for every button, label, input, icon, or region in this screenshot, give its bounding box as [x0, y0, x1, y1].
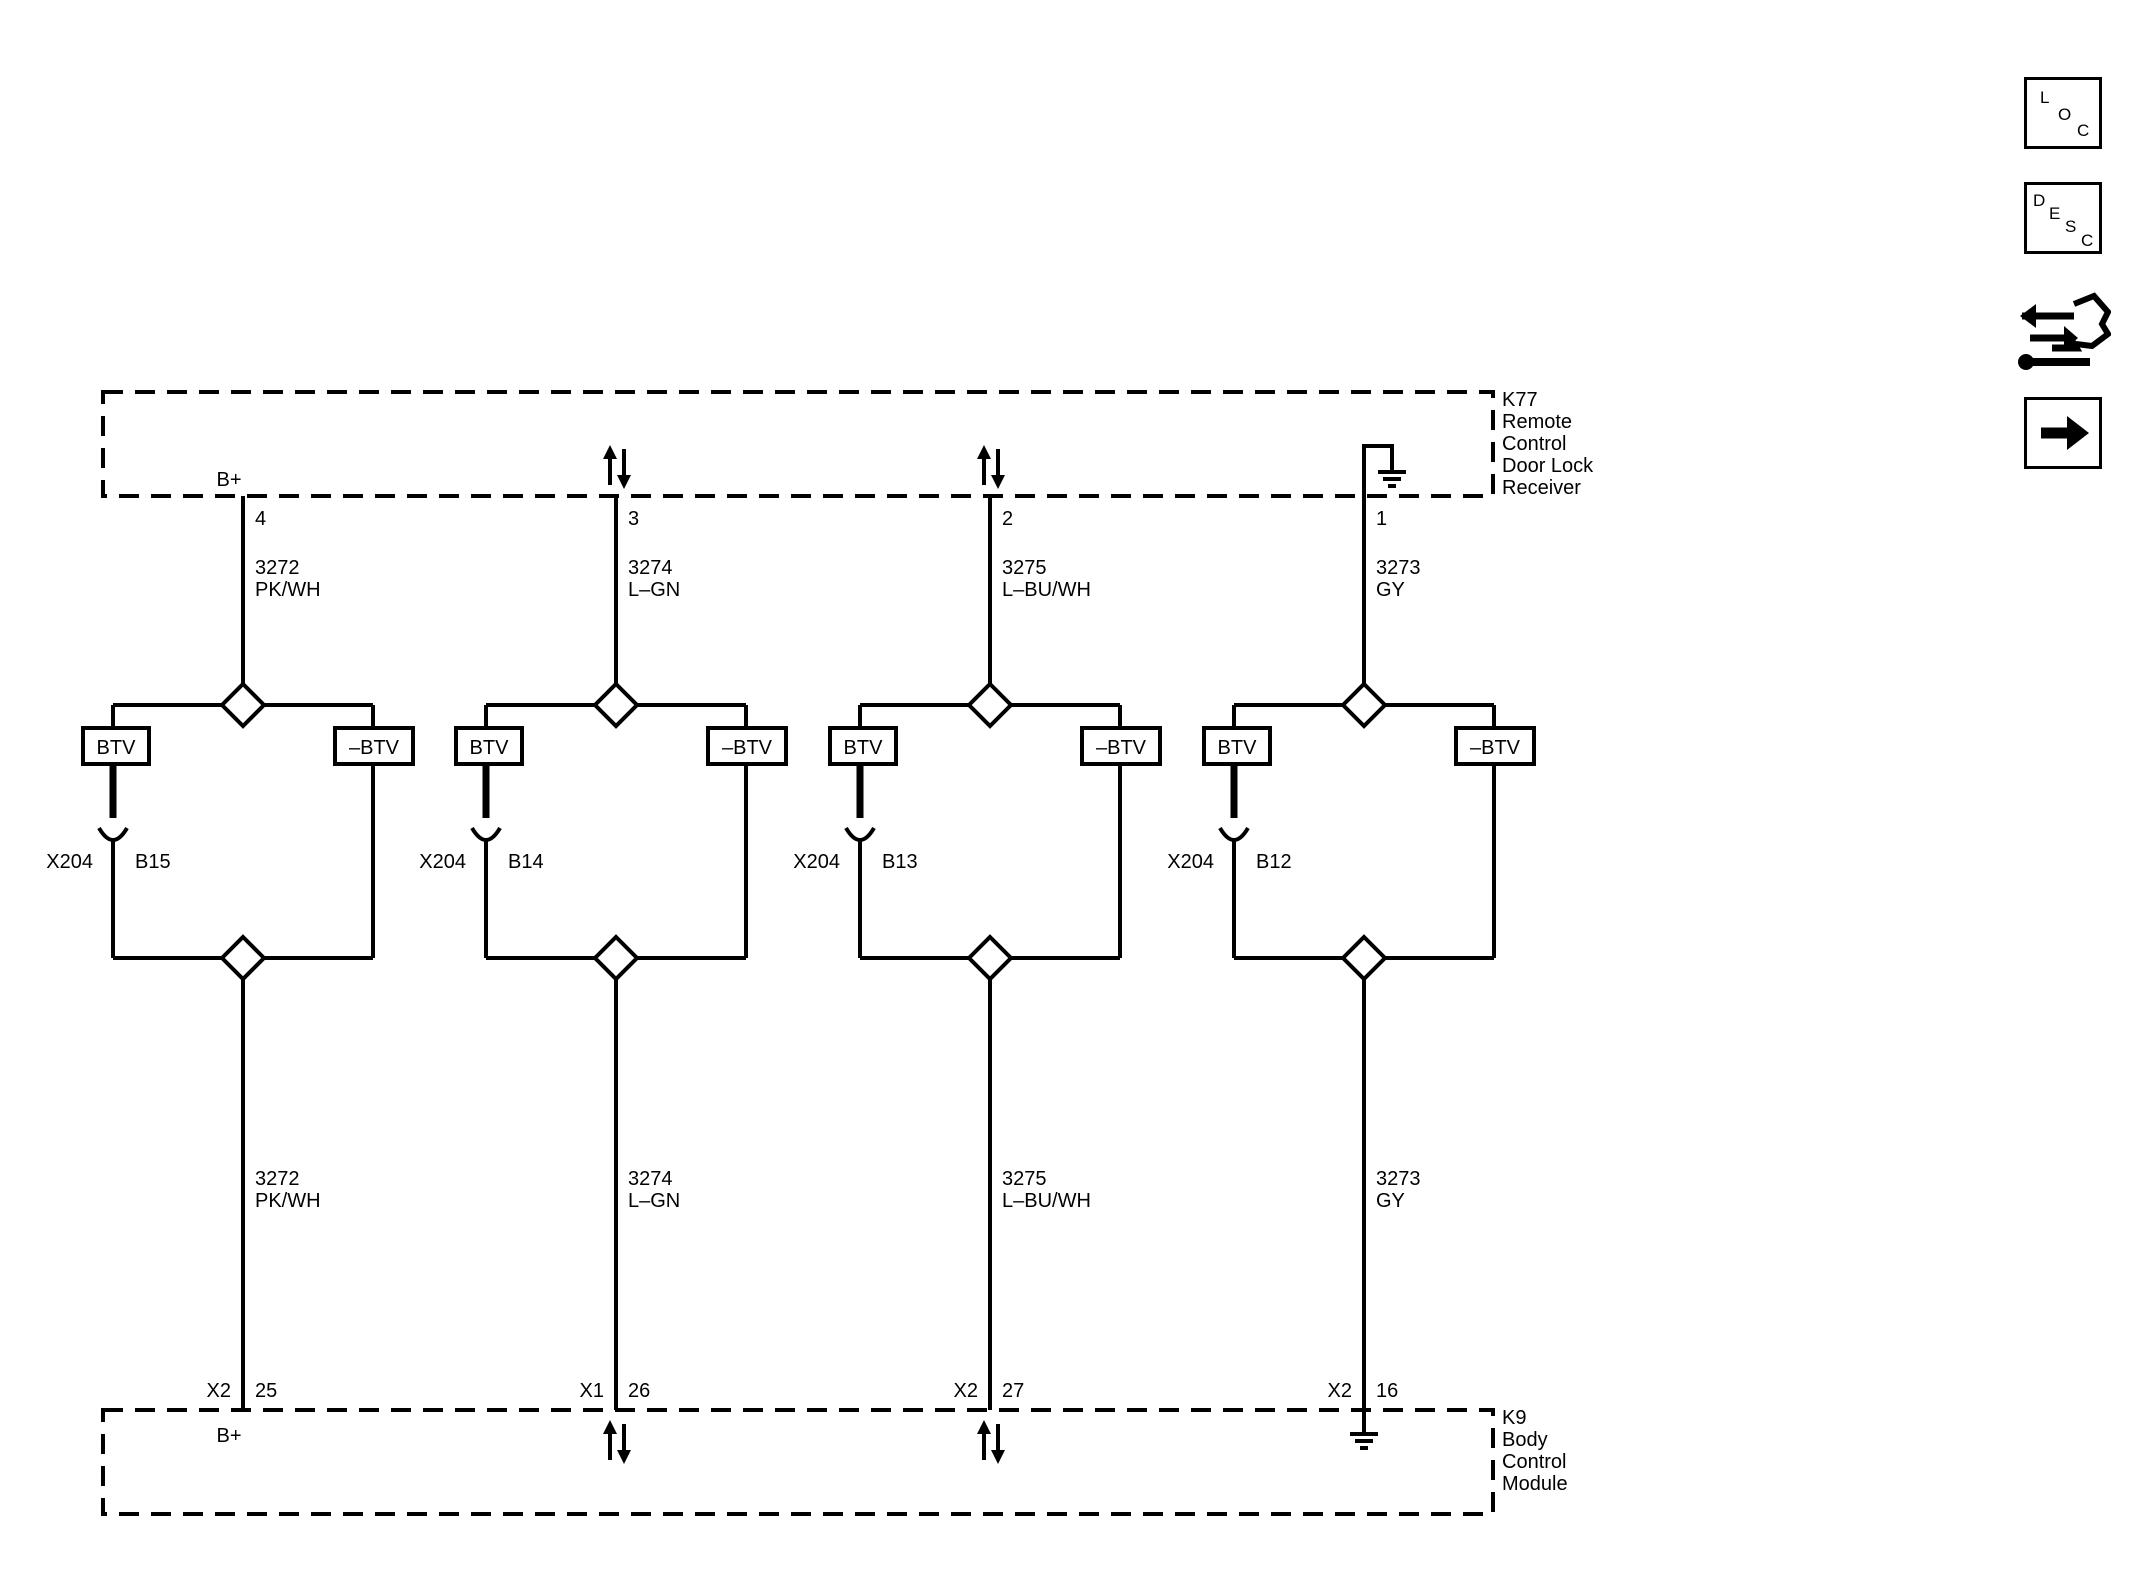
- k9-bidirectional-arrow-up-head: [977, 1420, 991, 1434]
- wire-lower-color-code: L–BU/WH: [1002, 1190, 1091, 1212]
- x204-connector-label: X204: [46, 851, 93, 873]
- k9-connector-label: X1: [580, 1380, 604, 1402]
- k77-bidirectional-arrow-up-head: [603, 445, 617, 459]
- wire-upper-circuit-number: 3275: [1002, 557, 1047, 579]
- x204-pin-label: B14: [508, 851, 544, 873]
- k77-module-name-line: Receiver: [1502, 477, 1581, 499]
- k77-module-name-line: Door Lock: [1502, 455, 1594, 477]
- splice-bottom-diamond: [1340, 934, 1388, 982]
- connector-view-icon[interactable]: [2016, 282, 2111, 374]
- arrow-right-icon: [2041, 416, 2089, 450]
- next-arrow-icon[interactable]: [2024, 397, 2102, 469]
- k77-pin-number: 4: [255, 508, 266, 530]
- k77-bidirectional-arrow-up-head: [977, 445, 991, 459]
- k77-pin-number: 1: [1376, 508, 1387, 530]
- splice-bottom-diamond: [219, 934, 267, 982]
- k77-pin-number: 2: [1002, 508, 1013, 530]
- loc-letter-l: L: [2040, 88, 2050, 107]
- wire-lower-circuit-number: 3274: [628, 1168, 673, 1190]
- x204-connector-label: X204: [1167, 851, 1214, 873]
- neg-btv-box: [333, 726, 415, 766]
- wire-upper-color-code: L–GN: [628, 579, 680, 601]
- k77-module-name-line: Control: [1502, 433, 1566, 455]
- wire-upper-color-code: L–BU/WH: [1002, 579, 1091, 601]
- k9-connector-label: X2: [954, 1380, 978, 1402]
- wire-upper-circuit-number: 3274: [628, 557, 673, 579]
- neg-btv-label: –BTV: [722, 737, 773, 759]
- k9-module-name-line: Body: [1502, 1429, 1548, 1451]
- wire-upper-circuit-number: 3273: [1376, 557, 1421, 579]
- splice-top-diamond: [219, 681, 267, 729]
- btv-label: BTV: [97, 737, 137, 759]
- neg-btv-box: [1080, 726, 1162, 766]
- wire-lower-circuit-number: 3272: [255, 1168, 300, 1190]
- splice-bottom-diamond: [966, 934, 1014, 982]
- neg-btv-box: [1454, 726, 1536, 766]
- btv-box: [81, 726, 151, 766]
- splice-bottom-diamond: [592, 934, 640, 982]
- k9-connector-label: X2: [1328, 1380, 1352, 1402]
- desc-letter-s: S: [2065, 217, 2077, 236]
- wire-lower-circuit-number: 3273: [1376, 1168, 1421, 1190]
- btv-label: BTV: [470, 737, 510, 759]
- k9-pin-number: 25: [255, 1380, 277, 1402]
- k77-bidirectional-arrow-down-head: [991, 475, 1005, 489]
- k77-pin-label-b-plus: B+: [216, 469, 241, 491]
- k9-pin-label-b-plus: B+: [216, 1425, 241, 1447]
- k9-bidirectional-arrow-up-head: [603, 1420, 617, 1434]
- splice-top-diamond: [966, 681, 1014, 729]
- splice-top-diamond: [1340, 681, 1388, 729]
- desc-icon[interactable]: D E S C: [2024, 182, 2102, 254]
- k9-connector-label: X2: [207, 1380, 231, 1402]
- desc-letter-d: D: [2033, 191, 2046, 210]
- wire-lower-color-code: GY: [1376, 1190, 1405, 1212]
- splice-top-diamond: [592, 681, 640, 729]
- btv-label: BTV: [844, 737, 884, 759]
- x204-connector-label: X204: [793, 851, 840, 873]
- x204-pin-label: B15: [135, 851, 171, 873]
- wire-upper-circuit-number: 3272: [255, 557, 300, 579]
- k77-pin-number: 3: [628, 508, 639, 530]
- btv-box: [828, 726, 898, 766]
- x204-connector-label: X204: [419, 851, 466, 873]
- neg-btv-label: –BTV: [349, 737, 400, 759]
- k9-bidirectional-arrow-down-head: [617, 1450, 631, 1464]
- k9-pin-number: 27: [1002, 1380, 1024, 1402]
- k9-pin-number: 16: [1376, 1380, 1398, 1402]
- k77-module-boundary: [101, 390, 1495, 498]
- wire-lower-color-code: PK/WH: [255, 1190, 321, 1212]
- k9-bidirectional-arrow-down-head: [991, 1450, 1005, 1464]
- neg-btv-label: –BTV: [1470, 737, 1521, 759]
- k77-module-name-line: Remote: [1502, 411, 1572, 433]
- wire-lower-color-code: L–GN: [628, 1190, 680, 1212]
- x204-pin-label: B12: [1256, 851, 1292, 873]
- k9-pin-number: 26: [628, 1380, 650, 1402]
- neg-btv-label: –BTV: [1096, 737, 1147, 759]
- btv-label: BTV: [1218, 737, 1258, 759]
- k9-module-name-line: Module: [1502, 1473, 1568, 1495]
- k77-module-id: K77: [1502, 389, 1538, 411]
- x204-pin-label: B13: [882, 851, 918, 873]
- loc-letter-c: C: [2077, 121, 2090, 140]
- loc-icon[interactable]: L O C: [2024, 77, 2102, 149]
- k9-module-boundary: [101, 1408, 1495, 1516]
- loc-letter-o: O: [2058, 105, 2072, 124]
- k77-ground-lead: [1362, 444, 1394, 496]
- neg-btv-box: [706, 726, 788, 766]
- wire-lower-circuit-number: 3275: [1002, 1168, 1047, 1190]
- desc-letter-e: E: [2049, 204, 2061, 223]
- desc-letter-c: C: [2081, 231, 2094, 250]
- wire-upper-color-code: GY: [1376, 579, 1405, 601]
- btv-box: [454, 726, 524, 766]
- k77-bidirectional-arrow-down-head: [617, 475, 631, 489]
- k9-module-name-line: Control: [1502, 1451, 1566, 1473]
- wire-upper-color-code: PK/WH: [255, 579, 321, 601]
- k9-module-id: K9: [1502, 1407, 1526, 1429]
